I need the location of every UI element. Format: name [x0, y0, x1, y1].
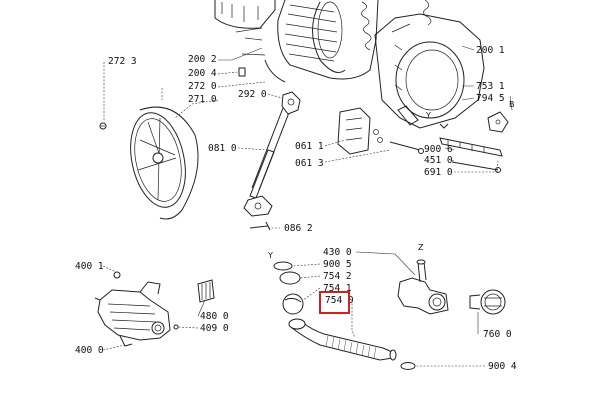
- door-hinge: [487, 111, 509, 133]
- label-900-5: 900 5: [323, 259, 352, 270]
- part-754-2-collar: [279, 271, 301, 285]
- label-430-0: 430 0: [323, 247, 352, 258]
- label-271-0: 271 0: [188, 94, 217, 105]
- label-760-0: 760 0: [483, 329, 512, 340]
- drain-filter-plug: [469, 289, 506, 315]
- label-292-0: 292 0: [238, 89, 267, 100]
- label-691-0: 691 0: [424, 167, 453, 178]
- drain-pump-assembly: [94, 271, 171, 347]
- label-754-1: 754 1: [323, 283, 352, 294]
- label-900-4: 900 4: [488, 361, 517, 372]
- label-754-2: 754 2: [323, 271, 352, 282]
- connector-480: [197, 279, 215, 303]
- weight-bracket: [337, 107, 383, 155]
- label-200-4: 200 4: [188, 68, 217, 79]
- drum-pulley: [130, 106, 199, 220]
- label-200-2: 200 2: [188, 54, 217, 65]
- label-794-5: 794 5: [476, 93, 505, 104]
- label-061-3: 061 3: [295, 158, 324, 169]
- callout-y-bottom: Y: [267, 251, 273, 260]
- callout-y-top: Y: [425, 111, 431, 120]
- part-754-1-ball: [282, 293, 304, 315]
- drum-assembly: [214, 0, 485, 129]
- label-061-1: 061 1: [295, 141, 324, 152]
- front-tub-half: [374, 13, 485, 129]
- part-409-0-screw: [173, 324, 179, 330]
- label-081-0: 081 0: [208, 143, 237, 154]
- part-272-3-screw: [99, 122, 107, 130]
- label-900-6: 900 6: [424, 144, 453, 155]
- part-086-2-pin: [249, 221, 271, 231]
- leader-lines: [102, 45, 513, 367]
- highlight-box-754-0: [319, 291, 350, 314]
- label-200-1: 200 1: [476, 45, 505, 56]
- callout-z: Z: [418, 243, 424, 252]
- tub-spring: [361, 1, 372, 51]
- label-451-0: 451 0: [424, 155, 453, 166]
- shock-absorber: [243, 91, 301, 217]
- label-272-0: 272 0: [188, 81, 217, 92]
- filter-housing: [397, 259, 449, 315]
- support-rail: [439, 123, 503, 173]
- part-900-5-clamp: [273, 261, 293, 271]
- label-400-0: 400 0: [75, 345, 104, 356]
- label-409-0: 409 0: [200, 323, 229, 334]
- shock-bottom-mount: [243, 195, 273, 217]
- tub-spring-right: [423, 0, 432, 26]
- part-200-4-clip: [238, 67, 246, 77]
- label-480-0: 480 0: [200, 311, 229, 322]
- label-272-3: 272 3: [108, 56, 137, 67]
- part-labels: 272 3 200 2 200 4 272 0 271 0 292 0 200 …: [75, 45, 517, 372]
- part-061-3-bolt: [389, 141, 421, 151]
- label-753-1: 753 1: [476, 81, 505, 92]
- shock-top-mount: [281, 91, 301, 115]
- callout-b: B: [509, 100, 515, 109]
- label-754-0: 754 0: [325, 295, 354, 306]
- label-400-1: 400 1: [75, 261, 104, 272]
- label-086-2: 086 2: [284, 223, 313, 234]
- part-900-4-clamp: [400, 362, 416, 370]
- drum-back-shell: [214, 0, 276, 29]
- drain-hose-set: [273, 261, 416, 370]
- drum-cylinder: [277, 0, 379, 80]
